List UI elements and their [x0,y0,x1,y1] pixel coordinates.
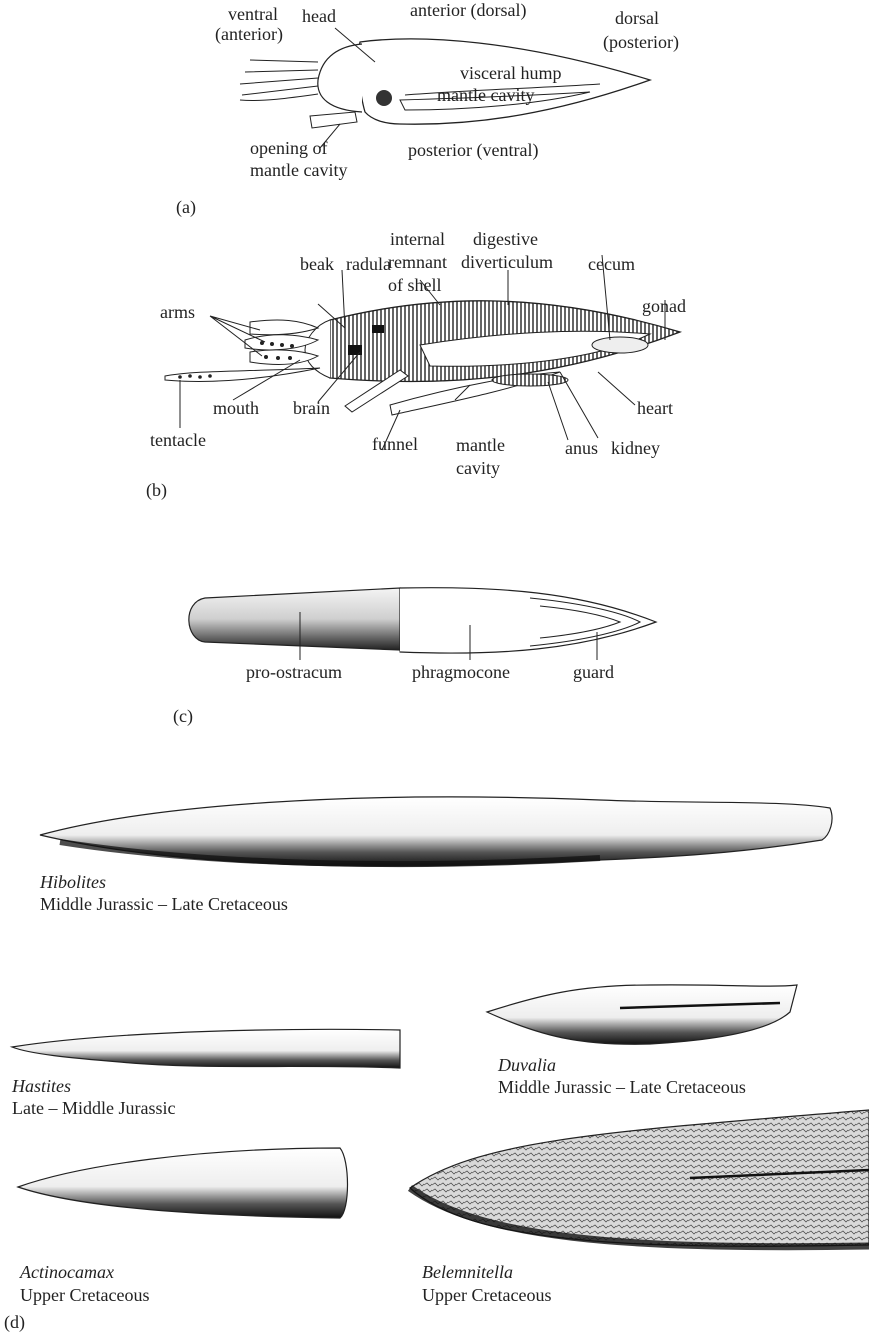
label-mantle: mantle [456,435,505,456]
label-heart: heart [637,398,673,419]
genus-actinocamax: Actinocamax [20,1262,114,1283]
label-radula: radula [346,254,391,275]
label-head: head [302,6,336,27]
fossil-duvalia [487,985,797,1044]
genus-belemnitella: Belemnitella [422,1262,513,1283]
belemnite-reconstruction [189,588,656,660]
label-pro-ostracum: pro-ostracum [246,662,342,683]
label-opening-mantle-cavity: mantle cavity [250,160,347,181]
label-posterior-ventral: posterior (ventral) [408,140,538,161]
label-funnel: funnel [372,434,418,455]
label-arms: arms [160,302,195,323]
fossil-actinocamax [18,1148,348,1218]
label-opening-of: opening of [250,138,327,159]
label-mantle-cavity: mantle cavity [437,85,534,106]
label-phragmocone: phragmocone [412,662,510,683]
label-digestive: digestive [473,229,538,250]
genus-hastites: Hastites [12,1076,71,1097]
genus-duvalia: Duvalia [498,1055,556,1076]
label-tentacle: tentacle [150,430,206,451]
range-duvalia: Middle Jurassic – Late Cretaceous [498,1077,746,1098]
panel-letter-d: (d) [4,1312,25,1333]
label-internal: internal [390,229,445,250]
anatomy-arms [250,320,318,335]
label-mouth: mouth [213,398,259,419]
anatomy-brain [348,345,362,355]
label-anterior-dorsal: anterior (dorsal) [410,0,526,21]
squid-head [318,44,362,112]
label-cavity: cavity [456,458,500,479]
label-diverticulum: diverticulum [461,252,553,273]
label-dorsal: dorsal [615,8,659,29]
label-dorsal-posterior: (posterior) [603,32,679,53]
squid-funnel [310,112,357,128]
label-ventral: ventral [228,4,278,25]
panel-letter-c: (c) [173,706,193,727]
range-actinocamax: Upper Cretaceous [20,1285,149,1306]
label-remnant: remnant [388,252,447,273]
label-gonad: gonad [642,296,686,317]
fossil-hastites [12,1029,400,1068]
anatomy-cecum [592,337,648,353]
panel-letter-a: (a) [176,197,196,218]
range-hibolites: Middle Jurassic – Late Cretaceous [40,894,288,915]
guard-shape [400,588,656,653]
pro-ostracum-shape [189,588,400,650]
label-beak: beak [300,254,334,275]
label-cecum: cecum [588,254,635,275]
label-of-shell: of shell [388,275,442,296]
label-brain: brain [293,398,330,419]
anatomy-tentacle [165,368,320,382]
squid-eye [376,90,392,106]
genus-hibolites: Hibolites [40,872,106,893]
anatomy-radula [372,325,384,333]
label-visceral-hump: visceral hump [460,63,561,84]
label-ventral-anterior: (anterior) [215,24,283,45]
range-hastites: Late – Middle Jurassic [12,1098,175,1119]
range-belemnitella: Upper Cretaceous [422,1285,551,1306]
label-guard: guard [573,662,614,683]
squid-arms [240,60,318,101]
fossil-belemnitella [410,1110,869,1247]
label-anus: anus [565,438,598,459]
anatomy-kidney [492,374,568,386]
fossil-hibolites [40,797,832,866]
panel-letter-b: (b) [146,480,167,501]
label-kidney: kidney [611,438,660,459]
